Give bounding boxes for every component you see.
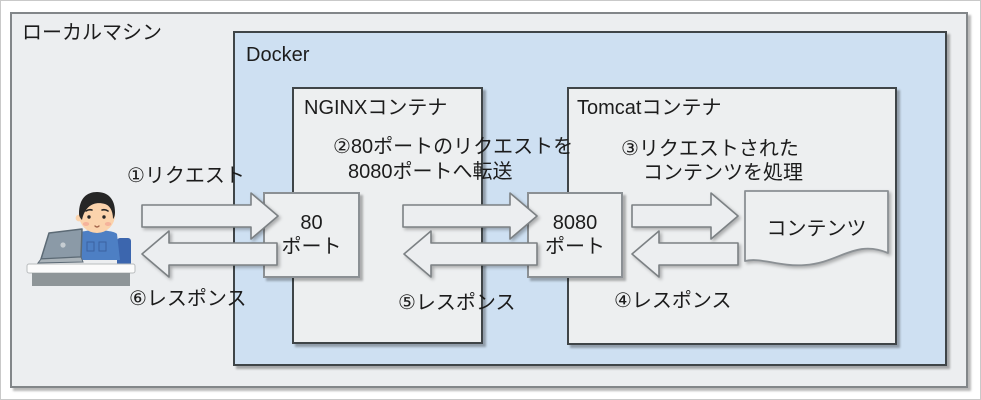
step3-process-label-line1: ③リクエストされた — [621, 138, 799, 160]
content-document-shape — [744, 190, 889, 267]
request-arrow-user-to-nginx — [141, 192, 279, 240]
step5-response-label: ⑤レスポンス — [398, 292, 516, 314]
port-8080-unit: ポート — [545, 236, 605, 258]
step4-response-label: ④レスポンス — [614, 290, 732, 312]
forward-arrow-nginx-to-tomcat — [402, 192, 538, 240]
response-arrow-tomcat-to-nginx — [403, 230, 538, 278]
step6-response-label: ⑥レスポンス — [129, 288, 247, 310]
port-80-unit: ポート — [281, 236, 342, 258]
request-arrow-port-to-content — [631, 192, 739, 240]
response-arrow-content-to-port — [631, 230, 739, 278]
person-at-laptop-icon — [26, 192, 136, 286]
port-8080-number: 8080 — [552, 212, 598, 234]
port-80-number: 80 — [300, 212, 323, 234]
step2-forward-label-line2: 8080ポートへ転送 — [348, 161, 513, 183]
port-8080-box: 8080 ポート — [527, 192, 623, 278]
response-arrow-nginx-to-user — [141, 230, 278, 278]
nginx-container-label: NGINXコンテナ — [304, 97, 448, 119]
step3-process-label-line2: コンテンツを処理 — [643, 162, 803, 184]
local-machine-label: ローカルマシン — [22, 22, 162, 44]
step2-forward-label-line1: ②80ポートのリクエストを — [333, 136, 574, 158]
docker-label: Docker — [246, 44, 310, 66]
step1-request-label: ①リクエスト — [127, 165, 245, 187]
content-label: コンテンツ — [766, 218, 867, 240]
port-80-box: 80 ポート — [263, 192, 360, 278]
tomcat-container-label: Tomcatコンテナ — [577, 97, 722, 119]
